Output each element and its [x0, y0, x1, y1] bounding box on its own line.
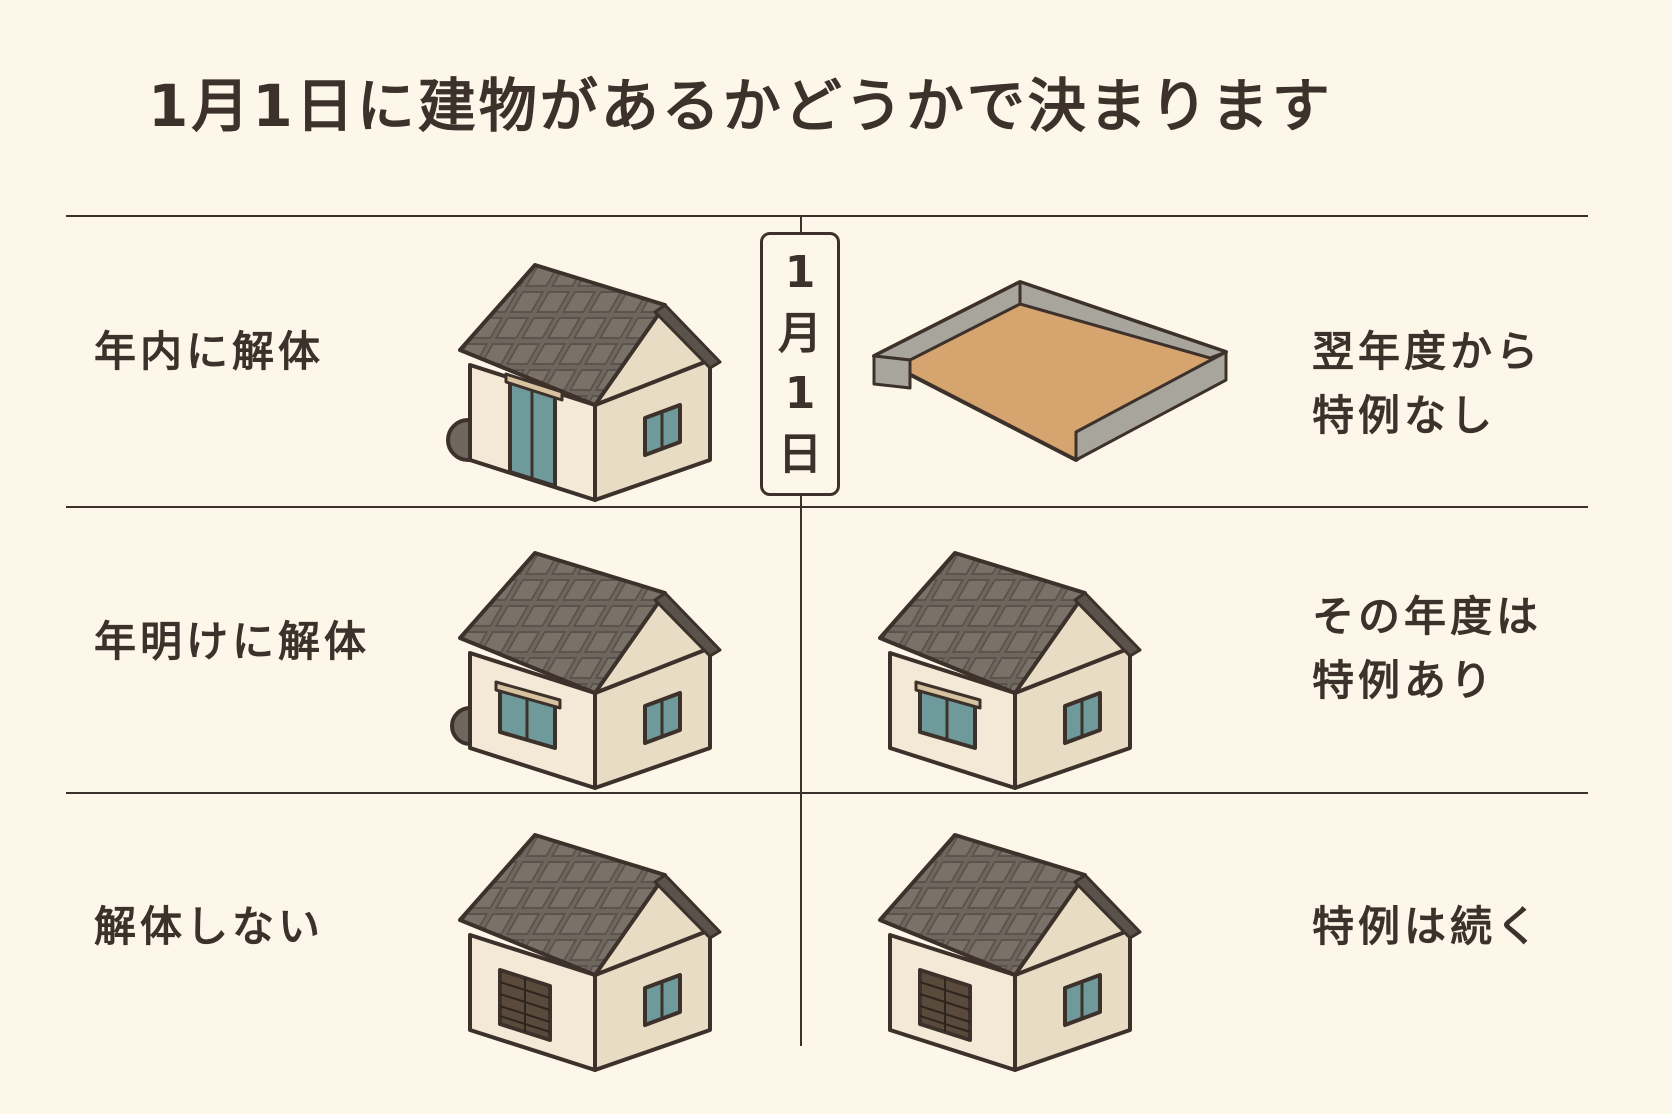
date-badge-char: 1	[784, 247, 816, 299]
house-icon	[878, 833, 1142, 1072]
date-badge-char: 日	[778, 428, 822, 480]
shutter-icon	[918, 968, 972, 1042]
shutter-icon	[498, 968, 552, 1042]
divider-top	[66, 215, 1588, 217]
row-2-result: その年度は 特例あり	[1312, 585, 1542, 713]
date-badge: 1 月 1 日	[760, 232, 840, 496]
vacant-lot-icon	[872, 280, 1228, 462]
row-1-action: 年内に解体	[94, 327, 325, 376]
row-3-result: 特例は続く	[1312, 895, 1542, 959]
divider-row-2	[66, 792, 1588, 794]
row-3-result-line: 特例は続く	[1312, 902, 1543, 951]
row-2-action: 年明けに解体	[94, 617, 371, 666]
row-3-action: 解体しない	[94, 902, 325, 951]
divider-row-1	[66, 506, 1588, 508]
row-1-result: 翌年度から 特例なし	[1312, 320, 1542, 448]
row-2-result-line: その年度は	[1312, 592, 1543, 641]
timeline-axis	[800, 216, 802, 1046]
diagram-title: 1月1日に建物があるかどうかで決まります	[148, 72, 1333, 140]
row-2-result-line: 特例あり	[1312, 656, 1497, 705]
row-1-result-line: 翌年度から	[1312, 327, 1543, 376]
house-icon	[446, 263, 722, 502]
house-icon	[878, 551, 1142, 790]
row-1-result-line: 特例なし	[1312, 391, 1497, 440]
house-icon	[450, 551, 722, 790]
date-badge-char: 1	[784, 368, 816, 420]
house-icon	[458, 833, 722, 1072]
date-badge-char: 月	[778, 307, 822, 359]
